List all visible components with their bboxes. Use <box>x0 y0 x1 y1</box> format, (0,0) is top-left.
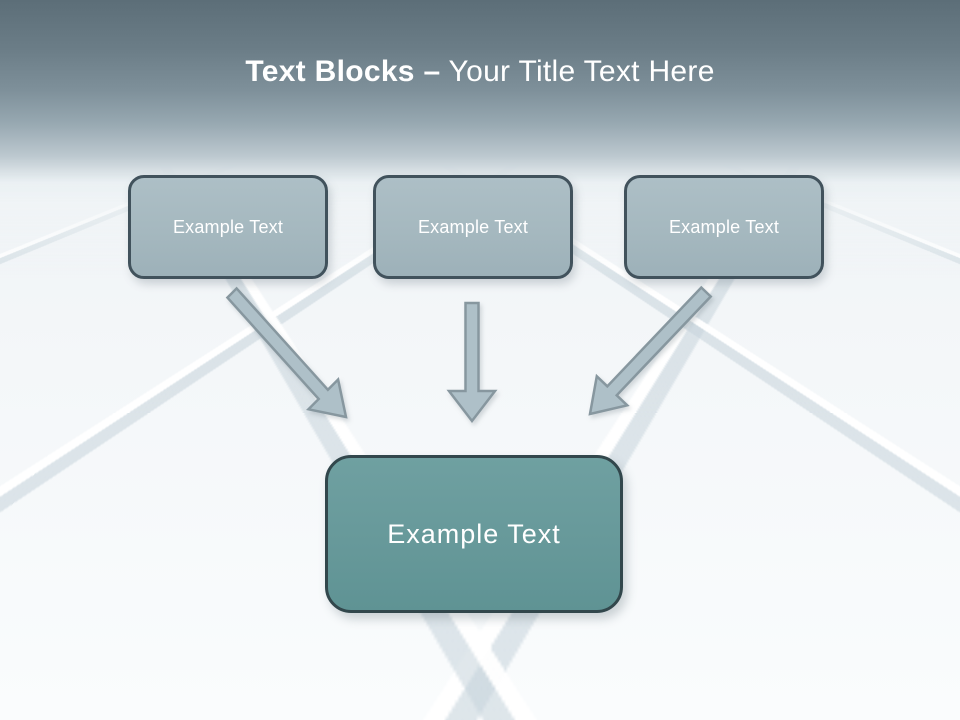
target-text-block: Example Text <box>325 455 623 613</box>
text-block-2-label: Example Text <box>417 216 529 237</box>
text-block-3-label: Example Text <box>668 216 780 237</box>
slide-title-dash: – <box>423 55 441 88</box>
header-gradient-background <box>0 0 960 205</box>
text-block-1-label: Example Text <box>172 216 284 237</box>
slide-title: Text Blocks – Your Title Text Here <box>0 55 960 89</box>
text-block-3: Example Text <box>624 175 824 279</box>
text-block-1: Example Text <box>128 175 328 279</box>
slide-title-bold: Text Blocks <box>245 55 415 88</box>
target-text-block-label: Example Text <box>387 518 561 549</box>
slide-title-regular: Your Title Text Here <box>448 55 715 88</box>
text-block-2: Example Text <box>373 175 573 279</box>
